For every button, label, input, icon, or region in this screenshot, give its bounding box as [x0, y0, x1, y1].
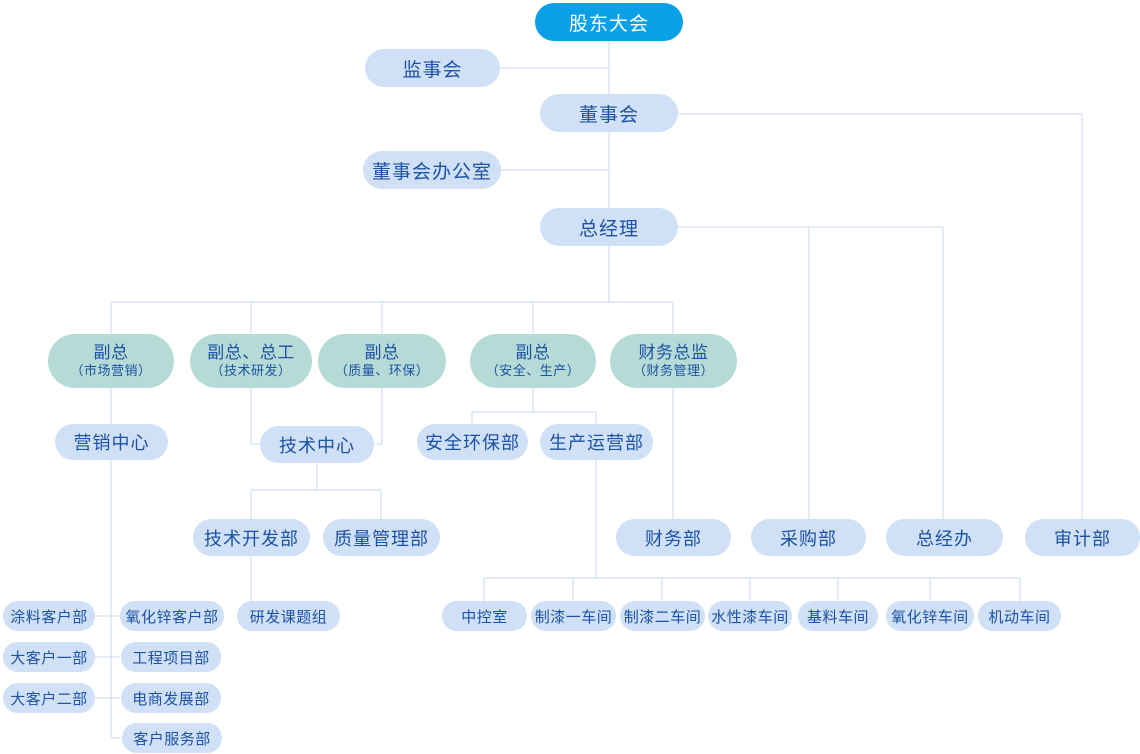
node-sublabel: （质量、环保）	[334, 363, 430, 379]
node-central-control-room: 中控室	[442, 601, 527, 631]
node-label: 安全环保部	[425, 433, 520, 454]
node-gm-office: 总经办	[886, 519, 1003, 556]
node-vp-quality-env: 副总 （质量、环保）	[318, 334, 446, 388]
node-label: 技术中心	[279, 435, 355, 457]
node-vp-safety-production: 副总 （安全、生产）	[470, 334, 596, 388]
node-label: 副总、总工	[207, 342, 295, 363]
node-sublabel: （市场营销）	[70, 363, 152, 379]
node-label: 研发课题组	[249, 607, 328, 626]
node-label: 生产运营部	[549, 433, 644, 454]
node-paint-workshop-1: 制漆一车间	[531, 601, 616, 631]
node-coatings-customer-dept: 涂料客户部	[3, 601, 95, 631]
node-label: 水性漆车间	[711, 607, 789, 626]
node-marketing-center: 营销中心	[55, 424, 168, 460]
node-label: 董事会	[578, 103, 639, 126]
node-purchasing-dept: 采购部	[751, 519, 866, 556]
node-audit-dept: 审计部	[1025, 519, 1140, 556]
node-label: 总经理	[578, 217, 639, 240]
node-label: 涂料客户部	[10, 607, 88, 626]
node-label: 基料车间	[806, 607, 869, 626]
node-label: 董事会办公室	[371, 160, 492, 183]
node-label: 财务部	[645, 528, 702, 550]
node-key-account-dept-1: 大客户一部	[3, 642, 95, 672]
node-paint-workshop-2: 制漆二车间	[620, 601, 705, 631]
node-mobile-equipment-workshop: 机动车间	[978, 601, 1061, 631]
node-supervisory-board: 监事会	[365, 49, 500, 87]
node-label: 大客户一部	[10, 648, 88, 667]
node-label: 副总	[515, 342, 551, 363]
node-technology-development-dept: 技术开发部	[193, 519, 310, 556]
node-zinc-oxide-customer-dept: 氧化锌客户部	[120, 601, 224, 631]
node-production-operations-dept: 生产运营部	[540, 424, 653, 460]
node-label: 副总	[364, 342, 400, 363]
node-label: 电商发展部	[132, 689, 210, 708]
node-rd-project-team: 研发课题组	[237, 601, 340, 631]
node-general-manager: 总经理	[540, 208, 678, 246]
node-label: 工程项目部	[132, 648, 210, 667]
node-sublabel: （安全、生产）	[485, 363, 581, 379]
node-shareholders-meeting: 股东大会	[535, 3, 683, 41]
node-label: 制漆一车间	[534, 607, 613, 626]
node-label: 股东大会	[568, 12, 649, 35]
node-finance-dept: 财务部	[616, 519, 731, 556]
node-sublabel: （财务管理）	[632, 363, 714, 379]
node-label: 客户服务部	[133, 729, 211, 748]
node-customer-service-dept: 客户服务部	[122, 723, 222, 753]
node-label: 大客户二部	[10, 689, 88, 708]
node-vp-marketing: 副总 （市场营销）	[48, 334, 174, 388]
node-board-of-directors: 董事会	[540, 94, 678, 132]
node-label: 审计部	[1054, 528, 1111, 550]
node-label: 采购部	[780, 528, 837, 550]
node-label: 质量管理部	[334, 528, 429, 550]
node-vp-chief-engineer: 副总、总工 （技术研发）	[190, 334, 312, 388]
node-label: 监事会	[402, 58, 463, 81]
node-label: 中控室	[461, 607, 508, 626]
node-label: 副总	[93, 342, 129, 363]
node-board-office: 董事会办公室	[363, 151, 501, 189]
node-label: 氧化锌车间	[891, 607, 969, 626]
node-label: 总经办	[916, 528, 973, 550]
node-label: 营销中心	[73, 433, 150, 454]
node-engineering-project-dept: 工程项目部	[121, 642, 221, 672]
node-label: 机动车间	[988, 607, 1051, 626]
node-safety-environment-dept: 安全环保部	[417, 424, 528, 460]
connector-spine	[95, 41, 1083, 739]
node-waterborne-paint-workshop: 水性漆车间	[708, 601, 792, 631]
node-quality-management-dept: 质量管理部	[323, 519, 440, 556]
node-label: 技术开发部	[204, 528, 299, 550]
node-label: 氧化锌客户部	[125, 607, 219, 626]
node-technology-center: 技术中心	[260, 426, 374, 463]
node-ecommerce-development-dept: 电商发展部	[121, 683, 221, 713]
node-zinc-oxide-workshop: 氧化锌车间	[886, 601, 974, 631]
node-sublabel: （技术研发）	[210, 363, 292, 379]
node-key-account-dept-2: 大客户二部	[3, 683, 95, 713]
node-label: 制漆二车间	[623, 607, 702, 626]
node-base-material-workshop: 基料车间	[798, 601, 878, 631]
node-label: 财务总监	[638, 342, 709, 363]
node-finance-director: 财务总监 （财务管理）	[610, 334, 737, 388]
